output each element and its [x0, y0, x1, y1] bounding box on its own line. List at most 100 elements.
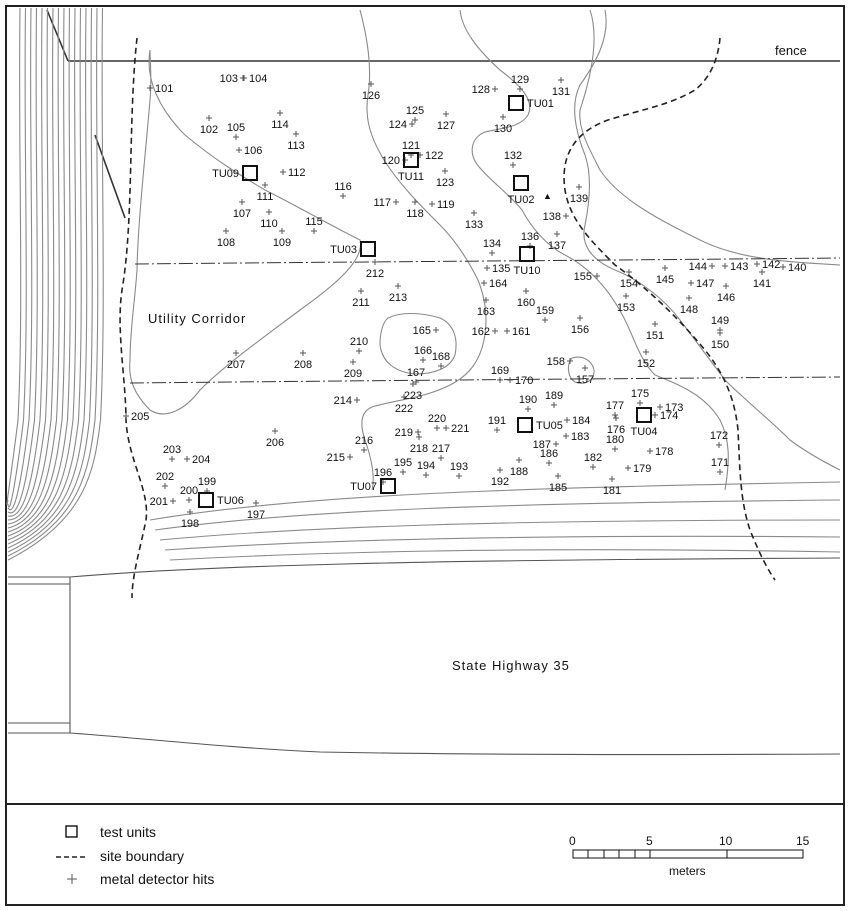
hit-label: 186 [540, 448, 558, 460]
metal-detector-hit: 221 [443, 423, 469, 435]
metal-detector-hit: 158 [547, 356, 573, 368]
metal-detector-hit: 108 [217, 228, 235, 249]
west-contour-line [7, 7, 49, 521]
interior-contours [129, 9, 841, 491]
metal-detector-hit: 187 [533, 439, 559, 451]
hit-label: 214 [334, 395, 352, 407]
hit-label: 134 [483, 238, 501, 250]
hit-label: 218 [410, 443, 428, 455]
hit-label: 132 [504, 150, 522, 162]
hit-label: 141 [753, 278, 771, 290]
hit-label: 177 [606, 400, 624, 412]
metal-detector-hit: 156 [571, 315, 589, 336]
hit-label: 194 [417, 460, 435, 472]
metal-detector-hit: 159 [536, 305, 554, 323]
metal-detector-hit: 152 [637, 349, 655, 370]
hit-label: 136 [521, 231, 539, 243]
hit-label: 153 [617, 302, 635, 314]
metal-detector-hit: 114 [271, 110, 289, 131]
metal-detector-hit: 217 [432, 443, 450, 461]
metal-detector-hit: 105 [227, 122, 245, 140]
metal-detector-hit: 195 [394, 457, 412, 475]
hit-label: 192 [491, 476, 509, 488]
metal-detector-hit: 111 [257, 182, 274, 203]
metal-detector-hit: 209 [344, 359, 362, 380]
hit-label: 152 [637, 358, 655, 370]
hit-label: 122 [425, 150, 443, 162]
hit-label: 131 [552, 86, 570, 98]
metal-detector-hit: 205 [123, 411, 149, 423]
test-unit: TU04 [631, 407, 657, 438]
hit-label: 126 [362, 90, 380, 102]
metal-detector-hit: 169 [491, 365, 509, 383]
test-unit-box [403, 152, 419, 168]
metal-detector-hit: 129 [511, 74, 529, 92]
test-unit: TU05 [517, 417, 563, 433]
metal-detector-hit: 176 [607, 415, 625, 436]
hit-label: 154 [620, 278, 638, 290]
west-contour-line [7, 7, 82, 545]
metal-detector-hit: 214 [334, 395, 360, 407]
west-contour-line [7, 7, 44, 517]
test-unit-label: TU07 [350, 481, 377, 493]
metal-detector-hit: 202 [156, 471, 174, 489]
metal-detector-hit: 174 [652, 410, 678, 422]
metal-detector-hit: 179 [625, 463, 651, 475]
test-unit-box [242, 165, 258, 181]
hit-label: 150 [711, 339, 729, 351]
hit-label: 142 [762, 259, 780, 271]
west-contour-line [7, 7, 60, 529]
metal-detector-hit: 131 [552, 77, 570, 98]
test-unit: TU06 [198, 492, 244, 508]
hit-label: 118 [406, 208, 424, 220]
metal-detector-hit: 145 [656, 265, 674, 286]
metal-detector-hit: 164 [481, 278, 507, 290]
metal-detector-hit: 154 [620, 269, 638, 290]
metal-detector-hit: 162 [472, 326, 498, 338]
metal-detector-hit: 144 [689, 261, 715, 273]
hit-label: 217 [432, 443, 450, 455]
hit-label: 158 [547, 356, 565, 368]
metal-detector-hit: 219 [395, 427, 421, 439]
metal-detector-hit: 155 [574, 271, 600, 283]
hit-label: 113 [287, 140, 305, 152]
metal-detector-hit: 151 [646, 321, 664, 342]
metal-detector-hit: 181 [603, 476, 621, 497]
test-unit-label: TU01 [527, 98, 554, 110]
hit-label: 159 [536, 305, 554, 317]
metal-detector-hit: 206 [266, 428, 284, 449]
hit-label: 198 [181, 518, 199, 530]
metal-detector-hit: 223 [404, 381, 422, 402]
metal-detector-hit: 126 [362, 81, 380, 102]
hit-label: 120 [382, 155, 400, 167]
hit-label: 111 [257, 191, 274, 203]
hit-label: 188 [510, 466, 528, 478]
test-unit-label: TU02 [508, 194, 535, 206]
hit-label: 117 [373, 197, 391, 209]
hit-label: 123 [436, 177, 454, 189]
hit-label: 156 [571, 324, 589, 336]
metal-detector-hit: 188 [510, 457, 528, 478]
metal-detector-hit: 128 [472, 84, 498, 96]
hit-label: 180 [606, 434, 624, 446]
legend: test units site boundary metal detector … [56, 824, 214, 887]
test-unit-box [636, 407, 652, 423]
metal-detector-hit: 172 [710, 430, 728, 448]
hit-label: 143 [730, 261, 748, 273]
hit-label: 115 [305, 216, 323, 228]
highway-label: State Highway 35 [452, 658, 570, 673]
metal-detector-hit: 110 [260, 209, 278, 230]
metal-detector-hit: 189 [545, 390, 563, 408]
hit-label: 175 [631, 388, 649, 400]
metal-detector-hit: 112 [280, 167, 306, 179]
hit-label: 103 [220, 73, 238, 85]
legend-site-boundary-label: site boundary [100, 848, 184, 864]
metal-detector-hit: 178 [647, 446, 673, 458]
metal-detector-hit: 200 [180, 485, 198, 503]
hit-label: 210 [350, 336, 368, 348]
hit-label: 128 [472, 84, 490, 96]
west-contour-line [6, 7, 22, 506]
hit-label: 102 [200, 124, 218, 136]
